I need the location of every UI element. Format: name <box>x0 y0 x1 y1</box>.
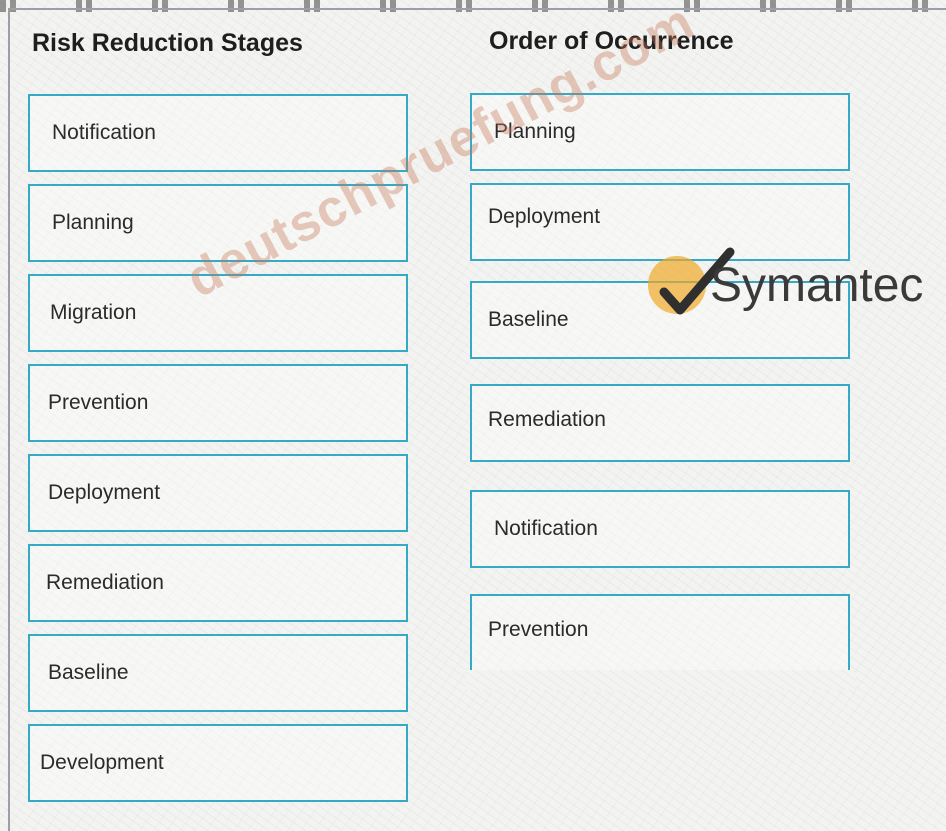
symantec-logo: Symantec <box>648 247 946 330</box>
source-item-remediation[interactable]: Remediation <box>28 544 408 622</box>
cropped-region <box>466 670 856 690</box>
risk-reduction-stages-heading: Risk Reduction Stages <box>32 29 303 57</box>
source-item-label: Deployment <box>48 481 161 504</box>
source-item-deployment[interactable]: Deployment <box>28 454 408 532</box>
answer-slot-2[interactable]: Deployment <box>470 183 850 261</box>
logo-wordmark: Symantec <box>710 259 924 312</box>
question-frame <box>8 8 946 831</box>
source-item-development[interactable]: Development <box>28 724 408 802</box>
answer-slot-1[interactable]: Planning <box>470 93 850 171</box>
source-item-notification[interactable]: Notification <box>28 94 408 172</box>
source-item-label: Migration <box>50 301 137 324</box>
answer-slot-label: Remediation <box>488 408 606 431</box>
source-item-label: Prevention <box>48 391 149 414</box>
source-item-planning[interactable]: Planning <box>28 184 408 262</box>
answer-slot-label: Notification <box>494 517 598 540</box>
answer-slot-5[interactable]: Notification <box>470 490 850 568</box>
source-item-label: Development <box>40 751 164 774</box>
source-item-label: Remediation <box>46 571 164 594</box>
answer-slot-label: Planning <box>494 120 576 143</box>
order-of-occurrence-heading: Order of Occurrence <box>489 27 734 55</box>
answer-slot-4[interactable]: Remediation <box>470 384 850 462</box>
source-item-prevention[interactable]: Prevention <box>28 364 408 442</box>
source-item-baseline[interactable]: Baseline <box>28 634 408 712</box>
source-item-label: Notification <box>52 121 156 144</box>
source-item-label: Baseline <box>48 661 129 684</box>
answer-slot-label: Deployment <box>488 205 601 228</box>
source-item-migration[interactable]: Migration <box>28 274 408 352</box>
answer-slot-label: Baseline <box>488 308 569 331</box>
source-item-label: Planning <box>52 211 134 234</box>
checkmark-circle-icon <box>659 247 735 315</box>
answer-slot-label: Prevention <box>488 618 589 641</box>
